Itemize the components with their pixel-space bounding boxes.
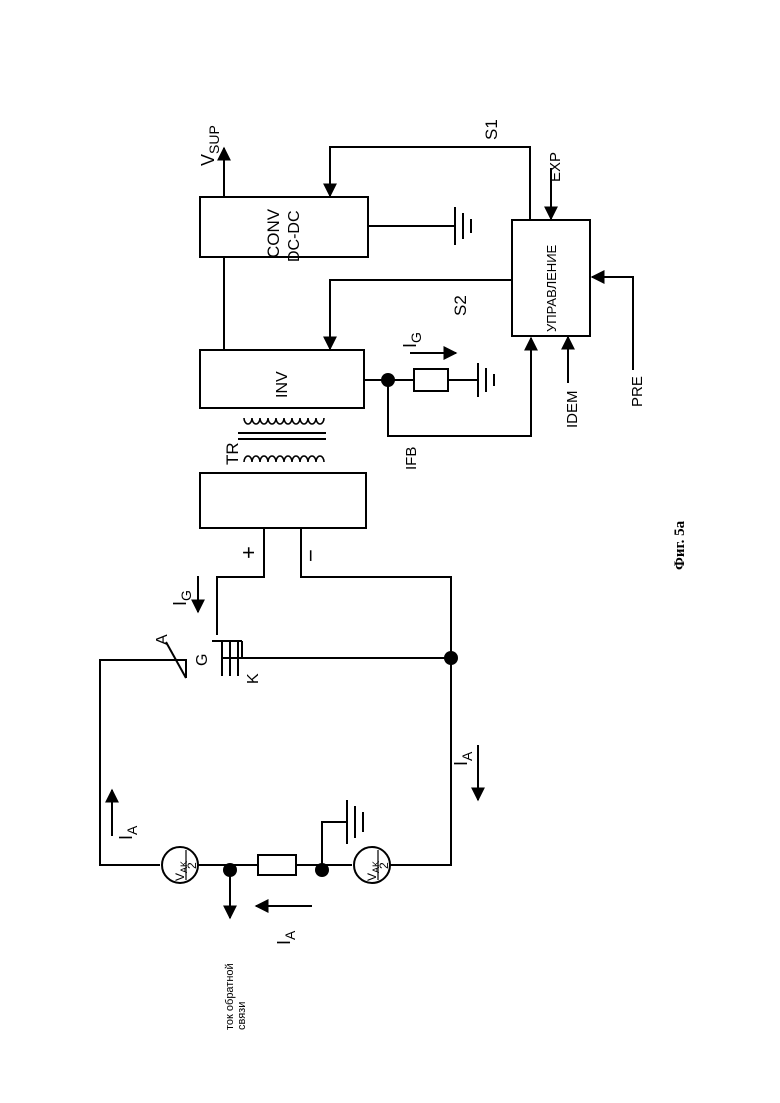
- figure-caption: Фиг. 5а: [672, 520, 688, 570]
- junction-dots: [223, 373, 458, 877]
- rectifier-block: [200, 473, 366, 528]
- thyristor-a-label: A: [154, 634, 171, 645]
- diagram-labels: VSUP S1 EXP CONV DC-DC УПРАВЛЕНИЕ S2 INV…: [116, 119, 646, 1030]
- shunt-resistor: [414, 369, 448, 391]
- pre-input-line: [592, 277, 633, 370]
- transformer-winding-primary: [244, 418, 324, 424]
- conv-dc-dc-block: [200, 197, 368, 257]
- junction-dot: [223, 863, 237, 877]
- ig-gate-label: IG: [170, 590, 194, 606]
- ig-inv-label: IG: [400, 332, 424, 348]
- tr-label: TR: [223, 442, 242, 465]
- ia-right-label: IA: [451, 751, 475, 766]
- conv-label: CONV: [264, 208, 283, 258]
- idem-label: IDEM: [564, 391, 581, 429]
- ifb-label: IFB: [403, 447, 420, 470]
- junction-dot: [315, 863, 329, 877]
- control-label: УПРАВЛЕНИЕ: [544, 244, 559, 332]
- feedback-current-label-line1: ток обратной: [224, 963, 236, 1030]
- exp-label: EXP: [547, 152, 564, 182]
- s1-signal-line: [330, 147, 530, 220]
- minus-terminal-wire: [301, 528, 451, 865]
- feedback-current-label-line2: связи: [236, 1002, 248, 1030]
- svg-text:2: 2: [377, 862, 391, 869]
- pre-label: PRE: [629, 376, 646, 407]
- dc-dc-label: DC-DC: [286, 210, 303, 262]
- plus-terminal-wire: [217, 528, 264, 635]
- thyristor-g-label: G: [194, 654, 211, 666]
- thyristor-k-label: K: [245, 673, 262, 684]
- s1-label: S1: [482, 119, 501, 140]
- ifb-feedback-line: [388, 338, 531, 436]
- junction-dot: [444, 651, 458, 665]
- s2-label: S2: [451, 295, 470, 316]
- minus-label: −: [298, 549, 323, 562]
- inv-label: INV: [274, 371, 291, 398]
- ia-left-label: IA: [116, 825, 140, 840]
- svg-text:2: 2: [185, 862, 199, 869]
- feedback-resistor: [258, 855, 296, 875]
- lower-ground-wire: [322, 822, 347, 865]
- ia-bottom-label: IA: [274, 930, 298, 945]
- junction-dot: [381, 373, 395, 387]
- vsup-label: VSUP: [198, 125, 222, 166]
- transformer-winding-secondary: [244, 456, 324, 462]
- plus-label: +: [236, 546, 261, 559]
